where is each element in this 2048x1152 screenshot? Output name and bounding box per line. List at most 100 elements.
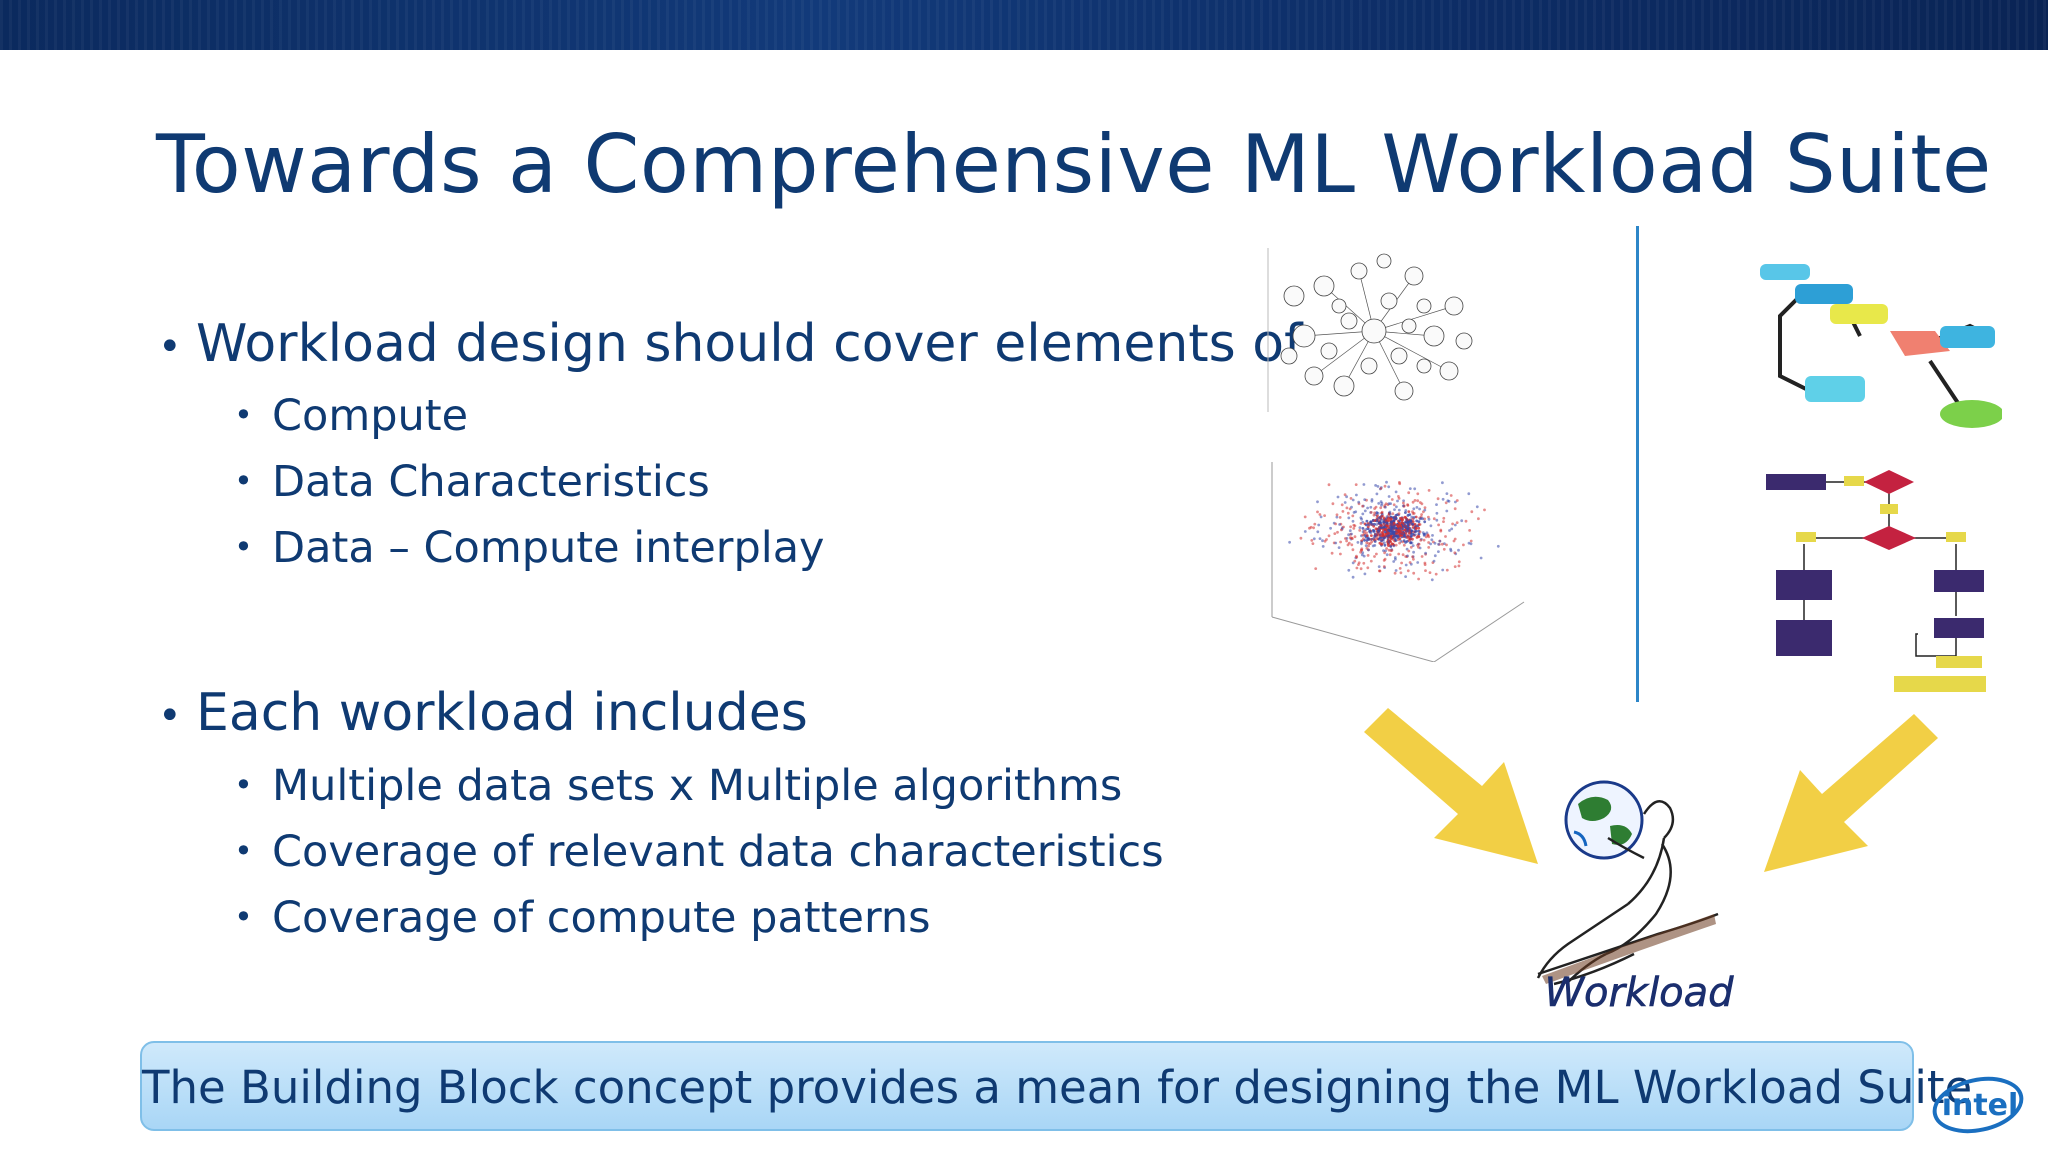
scatter-point <box>1435 518 1439 522</box>
scatter-point <box>1365 519 1369 523</box>
scatter-point <box>1349 497 1353 500</box>
scatter-point <box>1361 504 1364 508</box>
scatter-point <box>1442 547 1446 551</box>
scatter-point <box>1343 501 1347 504</box>
scatter-point <box>1310 539 1314 542</box>
scatter-point <box>1427 489 1431 492</box>
scatter-point <box>1383 543 1387 547</box>
scatter-point <box>1423 520 1427 524</box>
scatter-point <box>1382 565 1386 568</box>
scatter-point <box>1382 522 1385 526</box>
scatter-point <box>1327 483 1331 487</box>
scatter-point <box>1457 548 1460 552</box>
scatter-point <box>1415 519 1419 523</box>
scatter-point <box>1363 572 1367 576</box>
scatter-point <box>1383 530 1387 534</box>
scatter-point <box>1323 514 1326 517</box>
scatter-point <box>1383 557 1387 561</box>
scatter-point <box>1399 516 1402 520</box>
scatter-point <box>1373 507 1376 510</box>
scatter-point <box>1360 517 1363 521</box>
scatter-point <box>1411 544 1415 547</box>
scatter-point <box>1464 519 1468 523</box>
scatter-point <box>1358 526 1362 529</box>
scatter-point <box>1341 510 1345 513</box>
scatter-point <box>1348 529 1352 533</box>
scatter-point <box>1429 542 1432 546</box>
scatter-point <box>1348 536 1352 540</box>
scatter-point <box>1375 492 1379 496</box>
scatter-point <box>1373 555 1376 558</box>
scatter-point <box>1375 516 1379 520</box>
scatter-point <box>1399 571 1403 575</box>
scatter-point <box>1362 561 1366 565</box>
scatter-point <box>1378 569 1382 573</box>
scatter-point <box>1349 525 1352 529</box>
scatter-point <box>1411 500 1415 504</box>
scatter-point <box>1370 499 1374 503</box>
scatter-point <box>1379 500 1383 503</box>
scatter-point <box>1404 541 1407 544</box>
scatter-point <box>1389 517 1392 520</box>
scatter-point <box>1391 530 1395 534</box>
scatter-point <box>1380 510 1384 514</box>
scatter-point <box>1413 533 1417 537</box>
scatter-point <box>1423 561 1427 565</box>
scatter-point <box>1370 534 1373 537</box>
scatter-point <box>1321 539 1324 543</box>
scatter-point <box>1357 500 1361 504</box>
scatter-point <box>1372 537 1376 540</box>
scatter-point <box>1396 499 1399 503</box>
scatter-point <box>1441 568 1445 572</box>
scatter-point <box>1393 508 1396 511</box>
scatter-point <box>1479 556 1483 560</box>
scatter-point <box>1370 540 1374 544</box>
scatter-point <box>1436 497 1440 501</box>
scatter-point <box>1426 533 1430 537</box>
scatter-point <box>1468 529 1471 532</box>
scatter-point <box>1387 536 1391 540</box>
scatter-point <box>1362 532 1366 535</box>
scatter-point <box>1383 484 1387 488</box>
scatter-point <box>1392 532 1396 536</box>
scatter-point <box>1383 551 1386 555</box>
scatter-point <box>1401 531 1405 535</box>
scatter-point <box>1288 540 1291 544</box>
scatter-point <box>1377 565 1381 568</box>
scatter-point <box>1409 521 1413 525</box>
scatter-point <box>1398 519 1402 522</box>
scatter-point <box>1343 493 1347 497</box>
scatter-point <box>1387 529 1390 533</box>
scatter-point <box>1309 525 1313 529</box>
scatter-point <box>1379 524 1383 527</box>
scatter-point <box>1416 499 1420 503</box>
scatter-point <box>1321 545 1325 548</box>
scatter-point <box>1392 535 1396 538</box>
scatter-point <box>1412 571 1416 575</box>
scatter-point <box>1316 500 1319 504</box>
scatter-point <box>1391 538 1395 541</box>
scatter-point <box>1391 512 1395 516</box>
scatter-point <box>1409 545 1413 549</box>
scatter-point <box>1303 530 1307 533</box>
scatter-point <box>1395 531 1398 535</box>
banner-text: The Building Block concept provides a me… <box>142 1061 1973 1114</box>
intel-logo-text: intel <box>1942 1088 2019 1123</box>
scatter-point <box>1318 513 1322 516</box>
scatter-point <box>1443 542 1446 545</box>
scatter-point <box>1397 508 1401 512</box>
scatter-point <box>1453 537 1457 541</box>
scatter-point <box>1422 538 1426 542</box>
scatter-point <box>1427 517 1431 521</box>
scatter-point <box>1407 532 1411 535</box>
scatter-point <box>1351 561 1355 565</box>
scatter-3d-image <box>1271 462 1525 662</box>
scatter-point <box>1431 534 1434 537</box>
scatter-point <box>1403 525 1407 529</box>
scatter-point <box>1372 530 1375 533</box>
scatter-point <box>1373 544 1377 547</box>
scatter-point <box>1385 480 1388 484</box>
scatter-point <box>1312 537 1316 541</box>
scatter-point <box>1378 526 1381 529</box>
scatter-point <box>1350 543 1354 547</box>
